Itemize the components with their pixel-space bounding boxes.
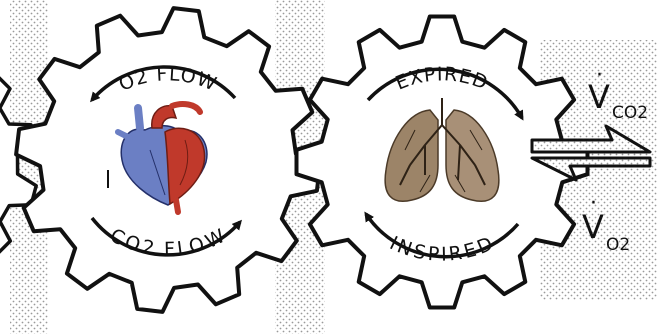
svg-text:O2: O2 bbox=[606, 235, 630, 255]
svg-text:V: V bbox=[588, 78, 610, 116]
svg-text:CO2: CO2 bbox=[612, 103, 648, 123]
svg-text:V: V bbox=[582, 208, 604, 246]
